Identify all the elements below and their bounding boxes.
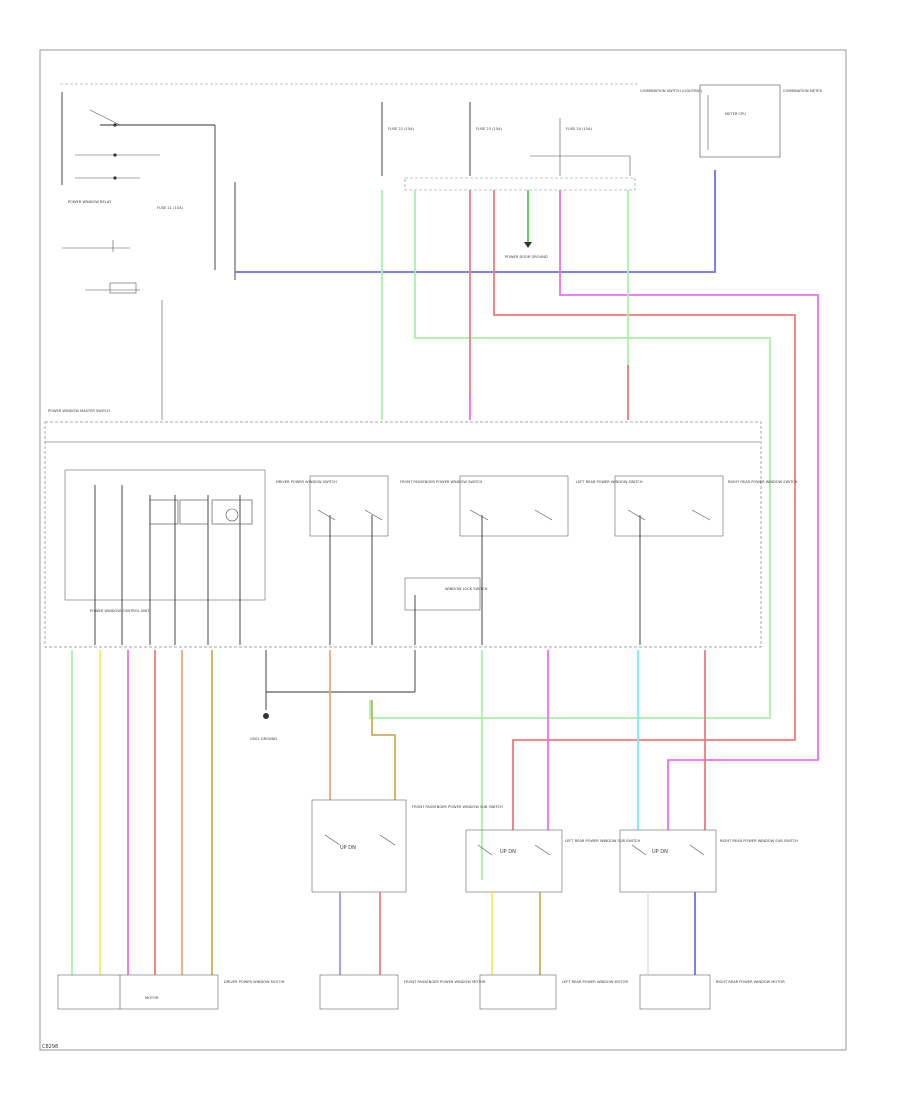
sw-pass-front-label: FRONT PASSENGER POWER WINDOW SWITCH [400,480,482,484]
master-switch-label: POWER WINDOW MASTER SWITCH [48,409,110,413]
sub-lr-updn: UP DN [500,849,516,855]
fuse-label-3: FUSE 23 (15A) [476,127,503,131]
relay-block: POWER WINDOW RELAY FUSE 21 (15A) [61,92,216,420]
motor-rr-label: RIGHT REAR POWER WINDOW MOTOR [716,980,785,984]
sub-pass-label: FRONT PASSENGER POWER WINDOW SUB SWITCH [412,805,503,809]
sw-left-rear: LEFT REAR POWER WINDOW SWITCH [576,480,643,484]
master-switch-block [44,421,762,648]
control-unit: POWER WINDOW CONTROL UNIT [64,469,266,645]
ground-top: POWER DOOR GROUND [505,190,548,259]
control-unit-label: POWER WINDOW CONTROL UNIT [90,609,150,613]
lock-switch-label: WINDOW LOCK SWITCH [445,587,488,591]
sub-lr-label: LEFT REAR POWER WINDOW SUB SWITCH [565,839,640,843]
fuse-label-1: FUSE 21 (15A) [157,206,184,210]
motor-lr-label: LEFT REAR POWER WINDOW MOTOR [562,980,628,984]
sub-rr-label: RIGHT REAR POWER WINDOW SUB SWITCH [720,839,798,843]
sw-left-rear-label: LEFT REAR POWER WINDOW SWITCH [576,480,643,484]
fuse-feeds: FUSE 22 (15A) FUSE 23 (15A) FUSE 24 (15A… [381,102,631,176]
lock-switch: WINDOW LOCK SWITCH [404,577,488,645]
motor-rr: RIGHT REAR POWER WINDOW MOTOR [639,974,785,1010]
motor-lr: LEFT REAR POWER WINDOW MOTOR [479,974,628,1010]
ground-mid-label: G501 GROUND [250,737,277,741]
diagram-frame [39,49,847,1051]
sw-driver: DRIVER POWER WINDOW SWITCH [276,475,389,645]
motor-driver-label: DRIVER POWER WINDOW MOTOR [224,980,285,984]
sub-switch-lr: LEFT REAR POWER WINDOW SUB SWITCH UP DN [465,829,640,893]
motor-pass-label: FRONT PASSENGER POWER WINDOW MOTOR [404,980,486,984]
combination-meter: COMBINATION SWITCH (LIGHTING) METER CPU … [640,84,823,158]
sw-right-rear-label: RIGHT REAR POWER WINDOW SWITCH [728,480,798,484]
fuse-label-4: FUSE 24 (15A) [566,127,593,131]
ground-mid: G501 GROUND [250,650,416,741]
sw-pass-front: FRONT PASSENGER POWER WINDOW SWITCH [400,475,569,645]
motor-driver-box-label: MOTOR [145,996,159,1000]
sw-right-rear: RIGHT REAR POWER WINDOW SWITCH [614,475,798,645]
sub-pass-updn: UP DN [340,845,356,851]
motor-driver: MOTOR DRIVER POWER WINDOW MOTOR [57,974,285,1010]
relay-label: POWER WINDOW RELAY [68,200,112,204]
sub-switch-rr: RIGHT REAR POWER WINDOW SUB SWITCH UP DN [619,829,798,893]
sub-rr-updn: UP DN [652,849,668,855]
footer-code: C8298 [42,1044,58,1050]
combo-label-right: COMBINATION METER [783,89,823,93]
meter-cpu-label: METER CPU [725,112,746,116]
sw-driver-label: DRIVER POWER WINDOW SWITCH [276,480,337,484]
motor-pass: FRONT PASSENGER POWER WINDOW MOTOR [319,974,486,1010]
ground-top-label: POWER DOOR GROUND [505,255,548,259]
fuse-label-2: FUSE 22 (15A) [388,127,415,131]
combo-label-left: COMBINATION SWITCH (LIGHTING) [640,89,703,93]
sub-switch-pass: FRONT PASSENGER POWER WINDOW SUB SWITCH … [311,799,503,893]
